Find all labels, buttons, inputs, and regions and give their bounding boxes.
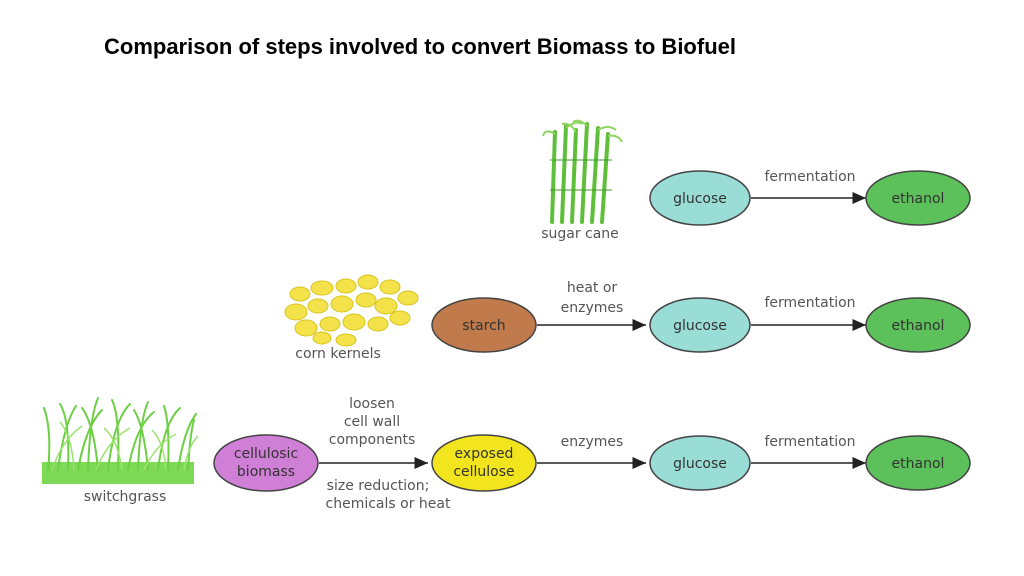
corn-kernels-label: corn kernels xyxy=(295,346,381,362)
sugar-cane-label: sugar cane xyxy=(541,226,619,242)
starch-node: starch xyxy=(431,297,537,353)
exposed-cellulose-label-line2: cellulose xyxy=(453,464,514,480)
cellulosic-biomass-label-line2: biomass xyxy=(237,464,295,480)
switchgrass-icon xyxy=(42,397,199,484)
ethanol-label: ethanol xyxy=(892,318,945,334)
exposed-cellulose-label-line1: exposed xyxy=(455,446,514,462)
glucose-label: glucose xyxy=(673,318,727,334)
sugar-cane-icon xyxy=(542,119,623,224)
ethanol-node-row3: ethanol xyxy=(865,435,971,491)
ethanol-label: ethanol xyxy=(892,191,945,207)
heat-or-enzymes-label-line1: heat or xyxy=(567,280,618,296)
fermentation-label: fermentation xyxy=(764,434,855,450)
ethanol-label: ethanol xyxy=(892,456,945,472)
corn-kernels-icon xyxy=(284,274,419,347)
enzymes-label: enzymes xyxy=(561,434,624,450)
fermentation-label: fermentation xyxy=(764,295,855,311)
size-reduction-label-line2: chemicals or heat xyxy=(326,496,451,512)
loosen-label-line2: cell wall xyxy=(344,414,400,430)
glucose-node-row2: glucose xyxy=(649,297,751,353)
size-reduction-label-line1: size reduction; xyxy=(327,478,430,494)
glucose-label: glucose xyxy=(673,456,727,472)
ethanol-node-row1: ethanol xyxy=(865,170,971,226)
glucose-node-row1: glucose xyxy=(649,170,751,226)
loosen-label-line3: components xyxy=(329,432,416,448)
exposed-cellulose-node: exposed cellulose xyxy=(431,434,537,492)
cellulosic-biomass-node: cellulosic biomass xyxy=(213,434,319,492)
starch-label: starch xyxy=(462,318,505,334)
cellulosic-biomass-label-line1: cellulosic xyxy=(234,446,298,462)
glucose-label: glucose xyxy=(673,191,727,207)
glucose-node-row3: glucose xyxy=(649,435,751,491)
page-title: Comparison of steps involved to convert … xyxy=(104,34,736,59)
fermentation-label: fermentation xyxy=(764,169,855,185)
ethanol-node-row2: ethanol xyxy=(865,297,971,353)
switchgrass-label: switchgrass xyxy=(84,489,167,505)
loosen-label-line1: loosen xyxy=(349,396,395,412)
heat-or-enzymes-label-line2: enzymes xyxy=(561,300,624,316)
